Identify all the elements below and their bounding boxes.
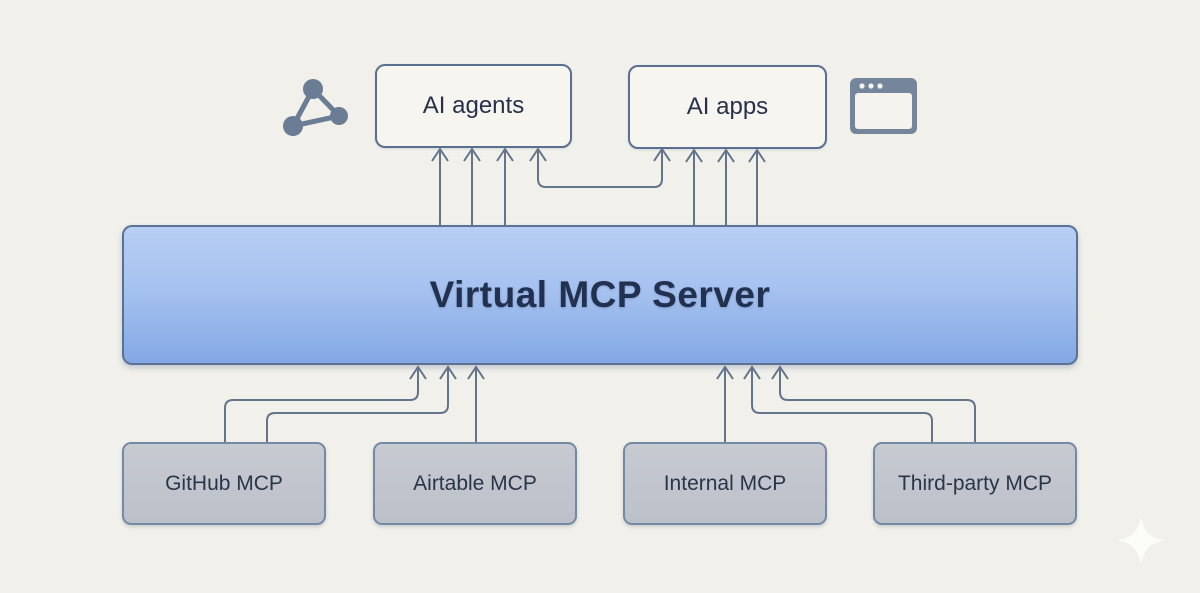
arrowhead-icon [431, 147, 449, 162]
arrows-github-to-virtual [224, 365, 457, 442]
arrows-agents-apps-link [529, 147, 671, 188]
arrowhead-icon [717, 148, 735, 163]
arrowhead-icon [685, 148, 703, 163]
arrow-airtable-to-virtual [467, 365, 485, 442]
arrowhead-icon [771, 365, 789, 380]
node-label: GitHub MCP [165, 471, 283, 495]
arrows-virtual-to-ai-agents [431, 147, 514, 226]
node-label: AI apps [686, 93, 769, 120]
arrow-line [537, 150, 663, 188]
arrowhead-icon [716, 365, 734, 380]
node-ai-apps: AI apps [628, 65, 827, 149]
arrowhead-icon [529, 147, 547, 162]
node-ai-agents: AI agents [375, 64, 572, 148]
network-graph-icon [283, 79, 348, 136]
arrow-line [224, 368, 419, 442]
arrow-line [751, 368, 933, 442]
node-internal-mcp: Internal MCP [623, 442, 827, 525]
arrows-virtual-to-ai-apps [685, 148, 766, 226]
arrowhead-icon [467, 365, 485, 380]
arrowhead-icon [409, 365, 427, 380]
node-label: Internal MCP [663, 471, 787, 495]
arrowhead-icon [653, 147, 671, 162]
browser-window-icon [850, 78, 917, 134]
node-label: Virtual MCP Server [429, 274, 771, 315]
node-label: Airtable MCP [413, 471, 537, 495]
arrowhead-icon [463, 147, 481, 162]
arrow-internal-to-virtual [716, 365, 734, 442]
arrow-line [266, 368, 449, 442]
arrows-third-party-to-virtual [743, 365, 976, 442]
sparkle-icon [1118, 517, 1164, 564]
arrow-line [779, 368, 976, 442]
node-virtual-mcp-server: Virtual MCP Server [122, 225, 1078, 365]
arrowhead-icon [496, 147, 514, 162]
arrowhead-icon [743, 365, 761, 380]
node-airtable-mcp: Airtable MCP [373, 442, 577, 525]
arrowhead-icon [748, 148, 766, 163]
node-github-mcp: GitHub MCP [122, 442, 326, 525]
node-label: AI agents [422, 92, 525, 119]
node-third-party-mcp: Third-party MCP [873, 442, 1077, 525]
node-label: Third-party MCP [897, 471, 1053, 495]
arrowhead-icon [439, 365, 457, 380]
